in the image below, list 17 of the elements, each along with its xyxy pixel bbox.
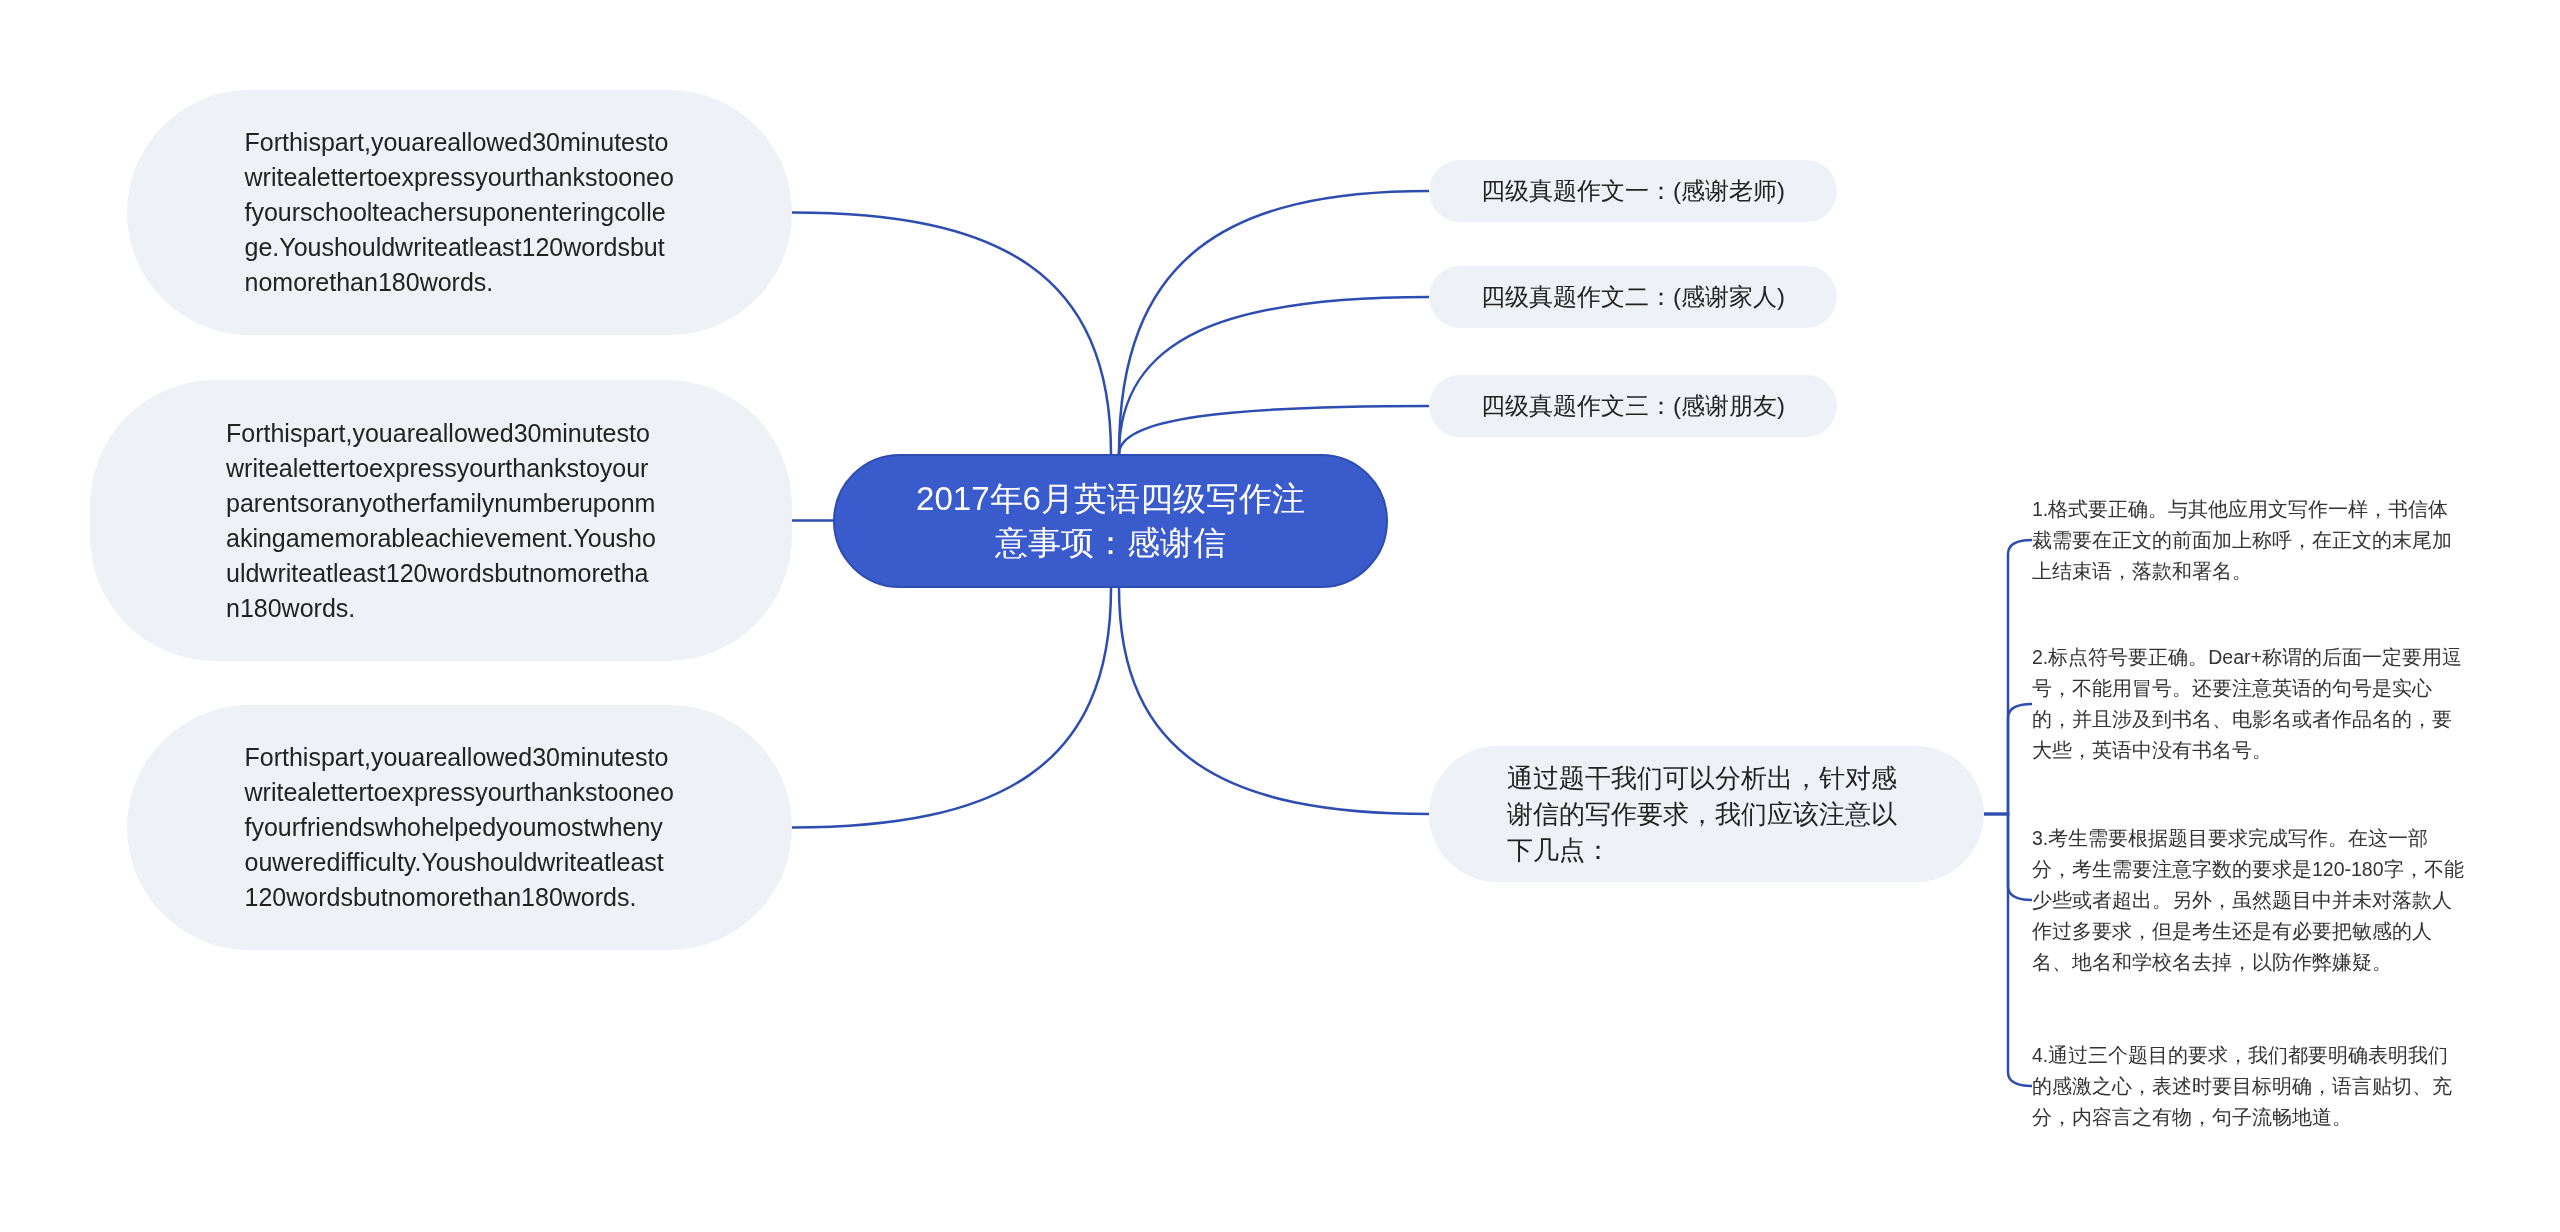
topic-text: 四级真题作文三：(感谢朋友) [1481, 391, 1785, 421]
connector-line [791, 211, 1113, 455]
connector-line [792, 519, 833, 522]
topic-text: 四级真题作文一：(感谢老师) [1481, 176, 1785, 206]
note-text: 4.通过三个题目的要求，我们都要明确表明我们的感激之心，表述时要目标明确，语言贴切、充分，内容言之有物，句子流畅地道。 [2032, 1042, 2453, 1130]
topic-text: 四级真题作文二：(感谢家人) [1481, 282, 1785, 312]
connector-line [791, 587, 1113, 829]
topic-text: 2017年6月英语四级写作注意事项：感谢信 [915, 479, 1306, 563]
topic-text: Forthispart,youareallowed30minutestowritealettertoexpressyourthankstooneofyourfriendswhohelpedyoumostwhenyouweredifficulty.Youshouldwriteatleast120wordsbutnomorethan180words. [244, 742, 675, 913]
connector-line [1117, 587, 1430, 816]
topic-text: Forthispart,youareallowed30minutestowritealettertoexpressyourthankstoyourparentsoranyotherfamilynumberuponmakingamemorableachievement.Youshouldwriteatleast120wordsbutnomorethan180words. [226, 417, 656, 624]
connector-line [1117, 404, 1429, 455]
note-text: 2.标点符号要正确。Dear+称谓的后面一定要用逗号，不能用冒号。还要注意英语的句号是实心的，并且涉及到书名、电影名或者作品名的，要大些，英语中没有书名号。 [2032, 645, 2463, 763]
topic-text: 通过题干我们可以分析出，针对感谢信的写作要求，我们应该注意以下几点： [1506, 762, 1898, 867]
note-text: 1.格式要正确。与其他应用文写作一样，书信体裁需要在正文的前面加上称呼，在正文的末尾加上结束语，落款和署名。 [2032, 496, 2453, 584]
note-text: 3.考生需要根据题目要求完成写作。在这一部分，考生需要注意字数的要求是120-180字，不能少些或者超出。另外，虽然题目中并未对落款人作过多要求，但是考生还是有必要把敏感的人名、地名和学校名去掉，以防作弊嫌疑。 [2032, 825, 2465, 975]
topic-text: Forthispart,youareallowed30minutestowritealettertoexpressyourthankstooneofyourschoolteachersuponenteringcollege.Youshouldwriteatleast120wordsbutnomorethan180words. [244, 127, 675, 298]
